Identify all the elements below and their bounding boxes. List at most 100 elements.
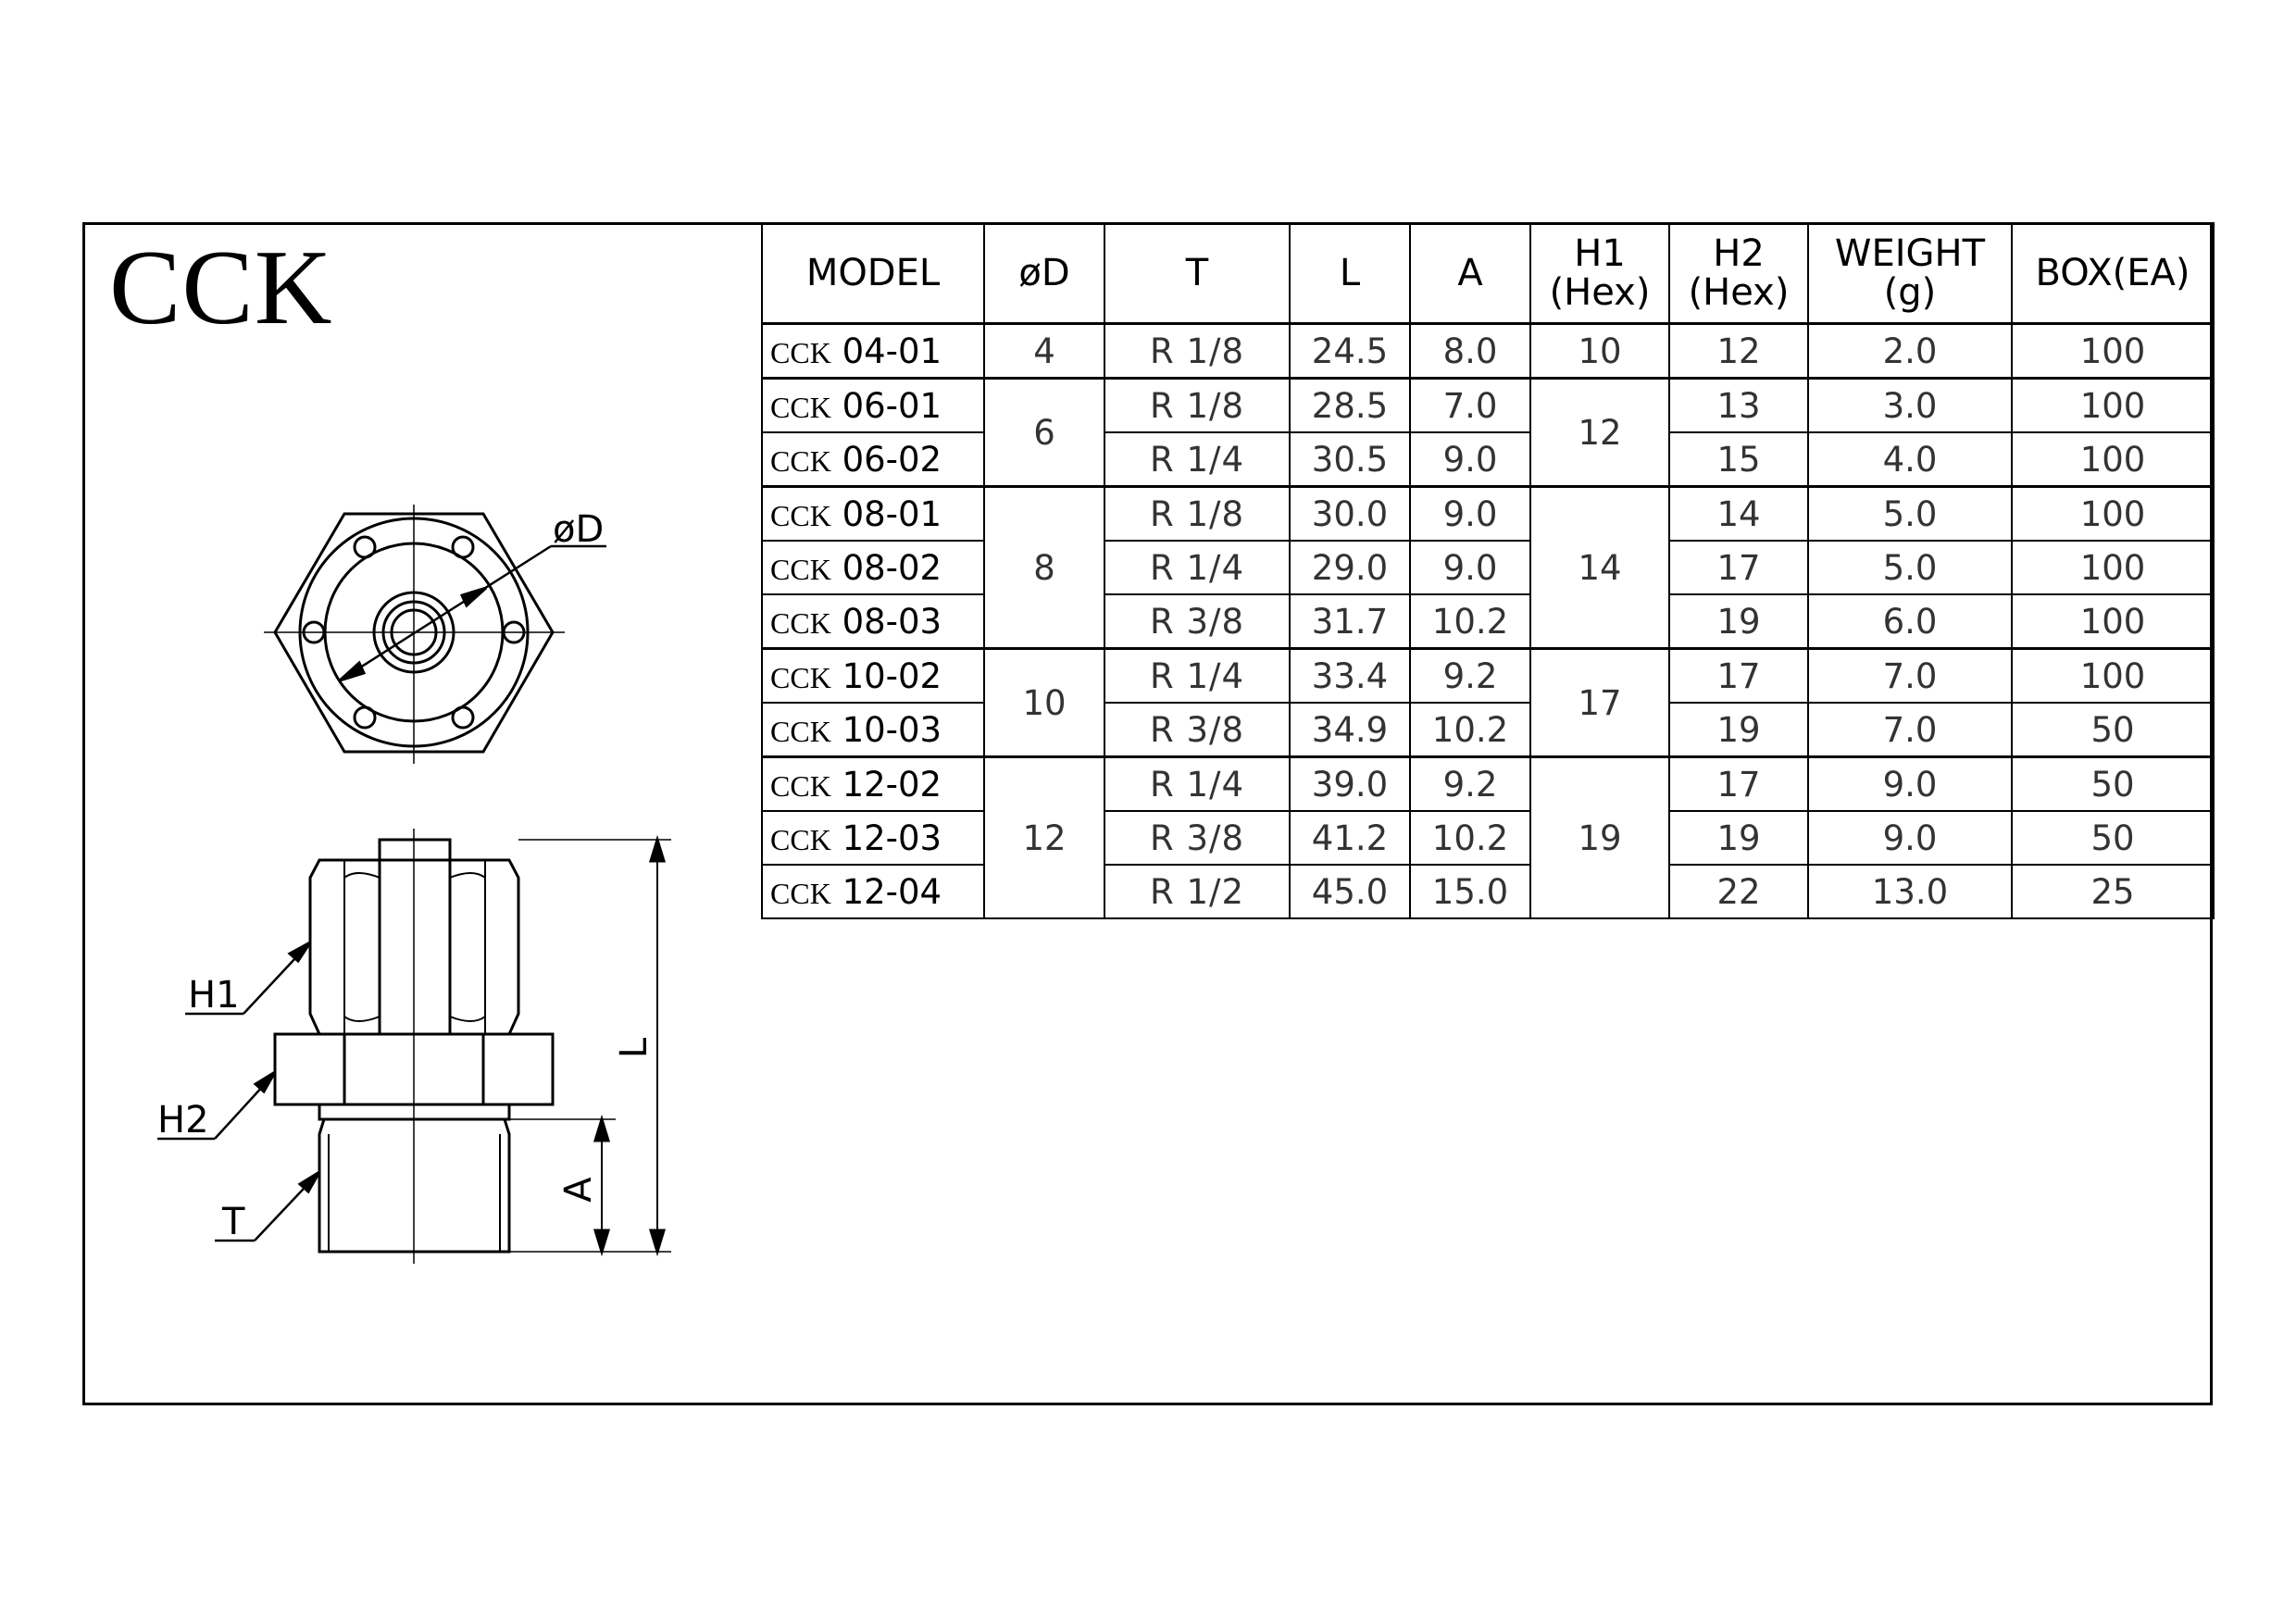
header-sublabel: (Hex)	[1549, 271, 1651, 314]
a-cell: 9.0	[1409, 540, 1531, 595]
label-a: A	[557, 1177, 600, 1203]
length-cell: 29.0	[1289, 540, 1411, 595]
label-l: L	[613, 1037, 655, 1058]
thread-cell: R 3/8	[1104, 702, 1291, 758]
hole	[353, 535, 377, 559]
label-t: T	[221, 1201, 245, 1243]
box-cell: 100	[2011, 647, 2215, 704]
header-h2: H2(Hex)	[1668, 222, 1809, 325]
weight-cell: 7.0	[1807, 647, 2013, 704]
header-weight: WEIGHT(g)	[1807, 222, 2013, 325]
box-cell: 100	[2011, 540, 2215, 595]
model-code: 10-02	[842, 655, 942, 696]
arrowhead	[287, 941, 312, 964]
a-cell: 10.2	[1409, 810, 1531, 866]
header-label: MODEL	[805, 252, 941, 294]
table-row: CCK 10-02 10 R 1/4 33.4 9.2 17 17 7.0 10…	[761, 647, 2215, 758]
weight-cell: 3.0	[1807, 377, 2013, 433]
body-bump	[343, 1016, 381, 1022]
arrowhead	[648, 834, 667, 863]
h2-cell: 17	[1668, 540, 1809, 595]
thread-cell: R 1/8	[1104, 485, 1291, 542]
weight-cell: 7.0	[1807, 702, 2013, 758]
table-row: CCK 10-03 R 3/8 34.9 10.2 19 7.0 50	[761, 702, 2215, 758]
a-cell: 9.2	[1409, 647, 1531, 704]
header-thread: T	[1104, 222, 1291, 325]
h2-cell: 17	[1668, 647, 1809, 704]
model-code: 08-01	[842, 493, 942, 534]
length-cell: 45.0	[1289, 864, 1411, 919]
arrowhead	[338, 660, 367, 682]
model-prefix: CCK	[770, 390, 831, 424]
model-code: 08-03	[842, 601, 942, 642]
header-label: A	[1457, 252, 1483, 294]
model-prefix: CCK	[770, 605, 831, 640]
model-prefix: CCK	[770, 443, 831, 478]
table-header-row: MODEL øD T L A H1(Hex) H2(Hex) WEIGHT(g)…	[761, 222, 2215, 325]
h2-cell: 12	[1668, 322, 1809, 380]
model-prefix: CCK	[770, 822, 831, 856]
a-cell: 7.0	[1409, 377, 1531, 433]
box-cell: 50	[2011, 755, 2215, 812]
box-cell: 100	[2011, 377, 2215, 433]
header-model: MODEL	[761, 222, 985, 325]
a-cell: 10.2	[1409, 702, 1531, 758]
model-cell: CCK 04-01	[761, 322, 985, 380]
spec-table: MODEL øD T L A H1(Hex) H2(Hex) WEIGHT(g)…	[761, 222, 2215, 919]
thread-cell: R 3/8	[1104, 810, 1291, 866]
table-row: CCK 12-02 12 R 1/4 39.0 9.2 19 17 9.0 50	[761, 755, 2215, 919]
a-cell: 9.2	[1409, 755, 1531, 812]
h2-cell: 19	[1668, 810, 1809, 866]
hole	[353, 705, 377, 730]
hole	[451, 705, 475, 730]
header-box: BOX(EA)	[2011, 222, 2215, 325]
model-code: 06-02	[842, 439, 942, 480]
diameter-cell: 4	[983, 322, 1105, 380]
model-prefix: CCK	[770, 335, 831, 369]
weight-cell: 2.0	[1807, 322, 2013, 380]
thread-cell: R 1/4	[1104, 540, 1291, 595]
diameter-cell: 8	[983, 485, 1105, 650]
table-row: CCK 04-01 4 R 1/8 24.5 8.0 10 12 2.0 100	[761, 322, 2215, 380]
box-cell: 50	[2011, 702, 2215, 758]
table-row: CCK 12-04 R 1/2 45.0 15.0 22 13.0 25	[761, 864, 2215, 919]
thread-cell: R 1/8	[1104, 377, 1291, 433]
label-h2: H2	[157, 1099, 209, 1142]
box-cell: 50	[2011, 810, 2215, 866]
thread-cell: R 1/2	[1104, 864, 1291, 919]
model-cell: CCK 08-02	[761, 540, 985, 595]
header-h1: H1(Hex)	[1529, 222, 1670, 325]
hole	[451, 535, 475, 559]
header-label: H2	[1713, 232, 1765, 275]
header-sublabel: (Hex)	[1688, 271, 1790, 314]
body-bump	[343, 872, 381, 879]
diameter-cell: 10	[983, 647, 1105, 758]
length-cell: 33.4	[1289, 647, 1411, 704]
model-code: 12-02	[842, 764, 942, 805]
model-cell: CCK 08-01	[761, 485, 985, 542]
length-cell: 24.5	[1289, 322, 1411, 380]
table-row: CCK 08-03 R 3/8 31.7 10.2 19 6.0 100	[761, 593, 2215, 650]
arrowhead	[253, 1070, 277, 1094]
header-label: T	[1185, 252, 1209, 294]
label-h1: H1	[188, 974, 240, 1017]
a-cell: 9.0	[1409, 431, 1531, 488]
a-cell: 9.0	[1409, 485, 1531, 542]
table-row: CCK 08-01 8 R 1/8 30.0 9.0 14 14 5.0 100	[761, 485, 2215, 650]
model-code: 10-03	[842, 709, 942, 750]
box-cell: 100	[2011, 431, 2215, 488]
arrowhead	[648, 1229, 667, 1257]
h1-cell: 14	[1529, 485, 1670, 650]
model-cell: CCK 10-03	[761, 702, 985, 758]
h2-cell: 22	[1668, 864, 1809, 919]
diameter-cell: 12	[983, 755, 1105, 919]
length-cell: 30.0	[1289, 485, 1411, 542]
h2-cell: 14	[1668, 485, 1809, 542]
model-code: 06-01	[842, 385, 942, 426]
model-cell: CCK 06-02	[761, 431, 985, 488]
table-row: CCK 12-03 R 3/8 41.2 10.2 19 9.0 50	[761, 810, 2215, 866]
weight-cell: 5.0	[1807, 540, 2013, 595]
thread-cell: R 3/8	[1104, 593, 1291, 650]
length-cell: 31.7	[1289, 593, 1411, 650]
thread-cell: R 1/4	[1104, 431, 1291, 488]
